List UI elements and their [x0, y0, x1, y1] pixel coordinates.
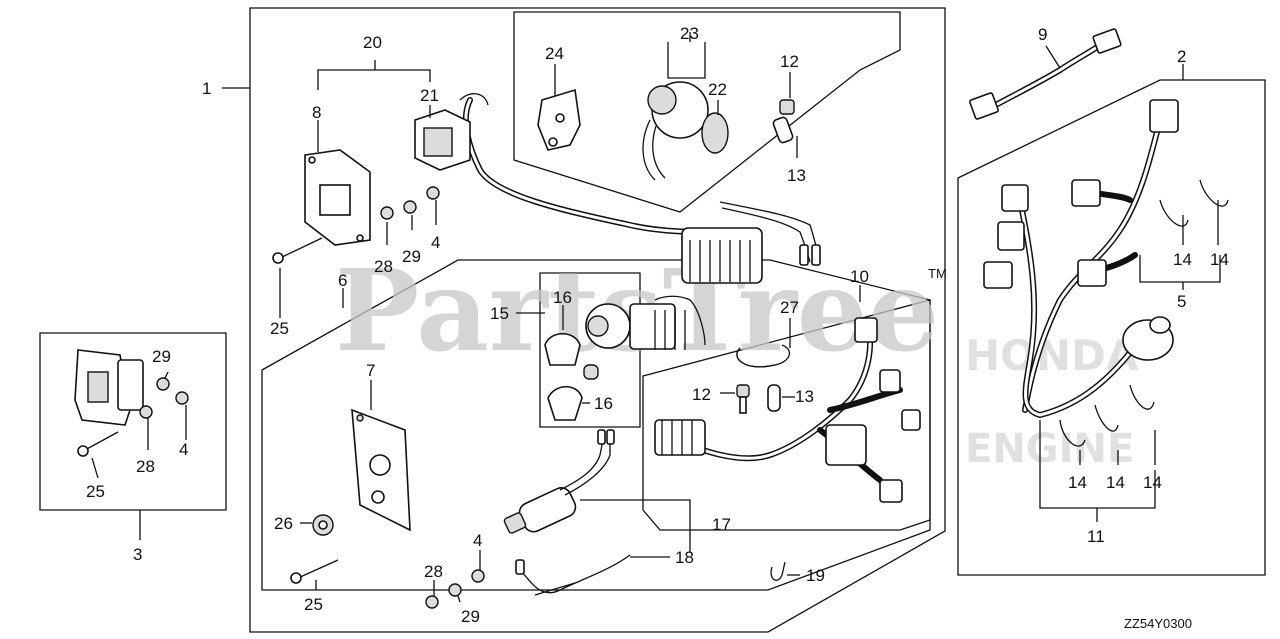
washers-lower[interactable] — [425, 569, 485, 609]
callout-22: 22 — [708, 80, 727, 99]
callout-1: 1 — [202, 79, 211, 98]
callout-27: 27 — [780, 298, 799, 317]
part-26-nut[interactable] — [312, 514, 334, 536]
callout-8: 8 — [312, 103, 321, 122]
callout-12-lower: 12 — [692, 385, 711, 404]
callout-29-lower: 29 — [461, 607, 480, 626]
callout-14-c: 14 — [1068, 473, 1087, 492]
callout-14-b: 14 — [1210, 250, 1229, 269]
switch-subframe — [539, 272, 641, 428]
callouts: 1 20 8 21 24 23 22 12 13 9 2 14 14 5 14 … — [86, 24, 1229, 626]
callout-17: 17 — [712, 515, 731, 534]
callout-14-e: 14 — [1143, 473, 1162, 492]
callout-16-lower: 16 — [594, 394, 613, 413]
callout-4-upper: 4 — [431, 233, 440, 252]
part-24-bracket[interactable] — [537, 88, 581, 151]
part-9-cable[interactable] — [969, 28, 1122, 120]
callout-2: 2 — [1177, 47, 1186, 66]
callout-16-upper: 16 — [553, 288, 572, 307]
callout-4-lower: 4 — [473, 531, 482, 550]
callout-24: 24 — [545, 44, 564, 63]
callout-29-upper: 29 — [402, 247, 421, 266]
callout-7: 7 — [366, 361, 375, 380]
control-box-frame — [513, 11, 901, 213]
diagram-code: ZZ54Y0300 — [1124, 616, 1192, 631]
part-16-keys[interactable] — [544, 332, 599, 421]
callout-5: 5 — [1177, 292, 1186, 311]
callout-13-lower: 13 — [795, 387, 814, 406]
part-15-key-switch[interactable] — [585, 295, 706, 350]
callout-12-upper: 12 — [780, 52, 799, 71]
callout-25-upper: 25 — [270, 319, 289, 338]
watermark-ghost-line2: ENGINE — [965, 426, 1134, 472]
washers-upper[interactable] — [380, 186, 440, 220]
callout-4-module: 4 — [179, 440, 188, 459]
part-14-clips[interactable] — [1059, 179, 1229, 447]
part-8-plate[interactable] — [304, 149, 371, 246]
part-25-screw-lower[interactable] — [290, 559, 339, 584]
part-7-panel-plate[interactable] — [351, 408, 411, 532]
main-assembly-frame — [249, 7, 946, 633]
part-10-main-harness[interactable] — [654, 317, 921, 503]
callout-14-d: 14 — [1106, 473, 1125, 492]
callout-15: 15 — [490, 304, 509, 323]
part-19-clip[interactable] — [770, 561, 786, 581]
harness-2-frame — [957, 79, 1266, 576]
module-frame — [39, 332, 227, 511]
callout-11: 11 — [1087, 527, 1105, 546]
callout-9: 9 — [1038, 25, 1047, 44]
part-13-collar[interactable] — [767, 116, 794, 412]
callout-20: 20 — [363, 33, 382, 52]
callout-18: 18 — [675, 548, 694, 567]
callout-3: 3 — [133, 545, 142, 564]
callout-26: 26 — [274, 514, 293, 533]
part-21-switch[interactable] — [414, 93, 763, 284]
part-22-seal[interactable] — [701, 112, 729, 154]
callout-28-upper: 28 — [374, 257, 393, 276]
callout-19: 19 — [806, 566, 825, 585]
part-17-solenoid[interactable] — [503, 429, 615, 535]
callout-21: 21 — [420, 86, 439, 105]
callout-28-lower: 28 — [424, 562, 443, 581]
callout-13-upper: 13 — [787, 166, 806, 185]
part-27-clamp[interactable] — [736, 344, 791, 368]
callout-25-module: 25 — [86, 482, 105, 501]
control-box-wires — [719, 201, 821, 266]
watermark-tm: TM — [928, 266, 947, 281]
callout-23: 23 — [680, 24, 699, 43]
part-2-harness[interactable] — [983, 99, 1179, 419]
part-12-screw[interactable] — [736, 99, 795, 414]
part-25-screw-upper[interactable] — [272, 237, 323, 264]
callout-29-module: 29 — [152, 347, 171, 366]
callout-28-module: 28 — [136, 457, 155, 476]
callout-25-lower: 25 — [304, 595, 323, 614]
leader-lines — [91, 32, 1221, 603]
part-23-buzzer[interactable] — [642, 81, 709, 181]
callout-10: 10 — [850, 267, 869, 286]
part-18-lead-wire[interactable] — [515, 554, 631, 596]
callout-14-a: 14 — [1173, 250, 1192, 269]
part-3-switch-module[interactable] — [74, 349, 189, 457]
harness-frame — [642, 299, 931, 531]
callout-6: 6 — [338, 271, 347, 290]
